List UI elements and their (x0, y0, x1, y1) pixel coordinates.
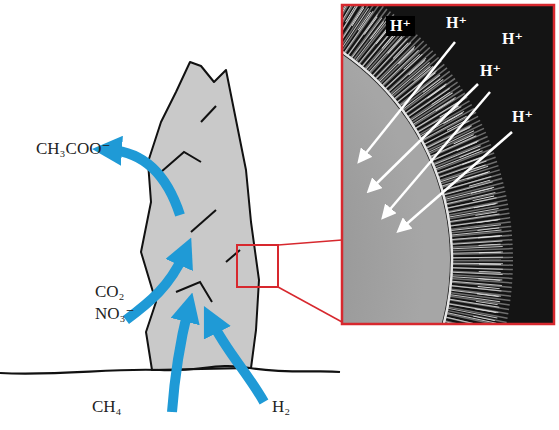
flux-arrow (110, 150, 180, 215)
proton-label: H⁺ (480, 62, 501, 80)
chimney-rock (141, 62, 259, 370)
flux-arrow (212, 322, 264, 402)
product-label: CH₃COO⁻ (36, 140, 110, 159)
chimney-crack (191, 210, 216, 232)
chimney-crack (201, 106, 216, 122)
proton-label: H⁺ (512, 108, 533, 126)
zoom-line (278, 240, 342, 245)
chimney-crack (161, 152, 201, 172)
reactant-label: CO₂ (95, 283, 125, 302)
zoom-box (237, 245, 278, 287)
proton-label: H⁺ (502, 30, 523, 48)
zoom-line (278, 287, 342, 322)
flux-arrow (172, 310, 188, 412)
inset-frame (342, 5, 554, 324)
reactant-label: H₂ (272, 398, 290, 417)
seafloor-line (0, 366, 340, 374)
sem-micrograph (342, 5, 554, 324)
reactant-label: NO₃⁻ (95, 305, 134, 324)
proton-label: H⁺ (386, 16, 415, 36)
chimney-crack (176, 282, 212, 302)
proton-label: H⁺ (446, 14, 467, 32)
reactant-label: CH₄ (92, 398, 122, 417)
flux-arrow (126, 254, 184, 320)
